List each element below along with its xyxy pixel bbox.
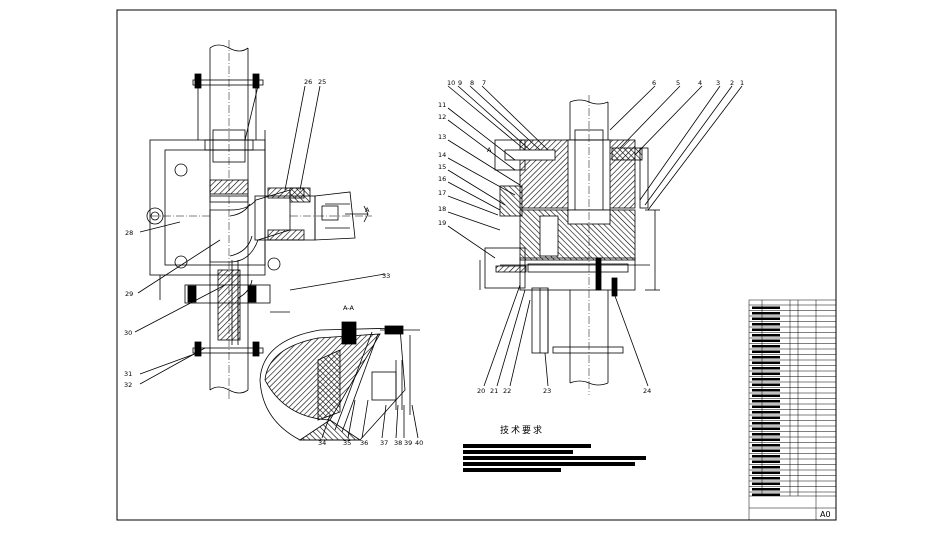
parts-list-row-text	[752, 433, 780, 436]
right-view-label: 18	[438, 205, 446, 213]
parts-list-row-text	[752, 400, 780, 403]
parts-list-row-text	[752, 356, 780, 359]
parts-list-row-text	[752, 460, 780, 463]
parts-list-row-text	[752, 323, 780, 326]
right-view-label: 11	[438, 101, 446, 109]
parts-list	[748, 299, 837, 521]
parts-list-row-text	[752, 438, 780, 441]
parts-list-row-text	[752, 328, 780, 331]
right-view-label: 3	[716, 79, 720, 87]
notes-block	[463, 444, 646, 472]
section-label: 40	[415, 439, 423, 447]
parts-list-row-text	[752, 306, 780, 309]
parts-list-row-text	[752, 427, 780, 430]
parts-list-row-text	[752, 372, 780, 375]
right-view-label: 23	[543, 387, 551, 395]
section-label: 35	[343, 439, 351, 447]
left-view-label: 29	[125, 290, 133, 298]
view-mark-letter: A	[487, 146, 492, 154]
view-mark-letter: A	[365, 206, 370, 214]
right-view-label: 10	[447, 79, 455, 87]
right-view-label: 16	[438, 175, 446, 183]
parts-list-row-text	[752, 444, 780, 447]
parts-list-row-text	[752, 482, 780, 485]
left-view-label: 33	[382, 272, 390, 280]
right-view-label: 15	[438, 163, 446, 171]
left-view-label: 26	[304, 78, 312, 86]
right-view-label: 4	[698, 79, 702, 87]
parts-list-row-text	[752, 411, 780, 414]
parts-list-row-text	[752, 422, 780, 425]
parts-list-row-text	[752, 361, 780, 364]
right-view-label: 24	[643, 387, 651, 395]
sheet-size-code: A0	[820, 510, 831, 519]
right-view-label: 22	[503, 387, 511, 395]
right-view-label: 21	[490, 387, 498, 395]
right-view-label: 8	[470, 79, 474, 87]
parts-list-row-text	[752, 383, 780, 386]
right-view-label: 1	[740, 79, 744, 87]
left-view-label: 32	[124, 381, 132, 389]
parts-list-row-text	[752, 449, 780, 452]
right-view-label: 20	[477, 387, 485, 395]
parts-list-row-text	[752, 389, 780, 392]
parts-list-row-text	[752, 466, 780, 469]
left-view-label: 31	[124, 370, 132, 378]
section-label: 34	[318, 439, 326, 447]
section-label: 38	[394, 439, 402, 447]
section-label: 36	[360, 439, 368, 447]
left-view-label: 27	[252, 78, 260, 86]
right-view-label: 6	[652, 79, 656, 87]
right-view-label: 17	[438, 189, 446, 197]
parts-list-row-text	[752, 471, 780, 474]
outer-frame	[116, 9, 837, 521]
section-title: A-A	[343, 304, 355, 312]
parts-list-row-text	[752, 455, 780, 458]
parts-list-row-text	[752, 493, 780, 496]
left-view-label: 28	[125, 229, 133, 237]
parts-list-row-text	[752, 334, 780, 337]
right-view-label: 19	[438, 219, 446, 227]
parts-list-row-text	[752, 378, 780, 381]
parts-list-row-text	[752, 477, 780, 480]
right-view-label: 13	[438, 133, 446, 141]
right-view-label: 12	[438, 113, 446, 121]
parts-list-row-text	[752, 345, 780, 348]
parts-list-row-text	[752, 312, 780, 315]
left-view-label: 25	[318, 78, 326, 86]
left-view-label: 30	[124, 329, 132, 337]
parts-list-row-text	[752, 350, 780, 353]
parts-list-row-text	[752, 339, 780, 342]
parts-list-row-text	[752, 405, 780, 408]
parts-list-row-text	[752, 416, 780, 419]
parts-list-row-text	[752, 367, 780, 370]
section-view	[259, 321, 420, 441]
right-view-label: 5	[676, 79, 680, 87]
left-view	[134, 40, 386, 400]
parts-list-row-text	[752, 394, 780, 397]
right-view-label: 2	[730, 79, 734, 87]
right-view-label: 9	[458, 79, 462, 87]
right-view-label: 7	[482, 79, 486, 87]
section-label: 37	[380, 439, 388, 447]
parts-list-row-text	[752, 317, 780, 320]
parts-list-row-text	[752, 488, 780, 491]
right-view	[447, 85, 743, 395]
section-label: 39	[404, 439, 412, 447]
notes-title: 技术要求	[500, 424, 544, 436]
right-view-label: 14	[438, 151, 446, 159]
